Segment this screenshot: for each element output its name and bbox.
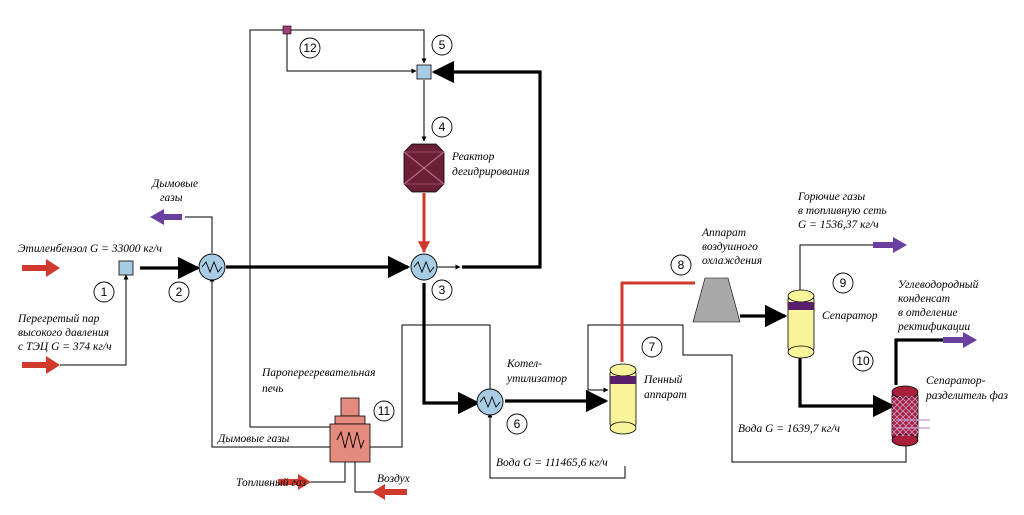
svg-text:1: 1 <box>101 285 108 299</box>
marker-8: 8 <box>670 254 692 276</box>
thick-pipes <box>140 60 943 418</box>
svg-text:6: 6 <box>514 417 521 431</box>
foam-apparatus-7 <box>609 363 637 435</box>
marker-10: 10 <box>852 350 874 372</box>
labels: Дымовые газы Этиленбензол G = 33000 кг/ч… <box>17 151 1009 489</box>
heat-exchanger-6 <box>476 388 504 416</box>
label-air-cooler-3: охлаждения <box>702 255 762 267</box>
splitter-12 <box>282 25 292 35</box>
svg-text:7: 7 <box>649 340 656 354</box>
svg-text:3: 3 <box>439 283 446 297</box>
marker-2: 2 <box>168 281 190 303</box>
product-arrow-condensate <box>943 332 977 348</box>
reactor-4 <box>403 143 445 193</box>
product-arrow-flue-gas <box>150 209 182 225</box>
svg-text:8: 8 <box>678 258 685 272</box>
phase-separator-10 <box>891 385 930 447</box>
label-fuel-gases-3: G = 1536,37 кг/ч <box>798 219 879 231</box>
marker-12: 12 <box>299 37 321 59</box>
marker-11: 11 <box>373 400 395 422</box>
feed-arrow-ethylbenzene <box>22 259 60 277</box>
label-foam-1: Пенный <box>643 373 683 386</box>
label-steam-2: высокого давления <box>18 327 109 339</box>
label-flue-gases-bottom: Дымовые газы <box>217 433 290 445</box>
label-furnace-1: Пароперегревательная <box>261 367 375 379</box>
label-furnace-2: печь <box>262 383 283 395</box>
thin-pipes <box>60 29 907 493</box>
svg-text:10: 10 <box>856 354 870 368</box>
svg-text:4: 4 <box>439 120 446 134</box>
label-waste-boiler-1: Котел- <box>506 358 542 370</box>
feed-arrow-steam <box>22 356 60 374</box>
label-condensate-1: Углеводородный <box>898 278 979 291</box>
feed-arrow-fuel-gas <box>278 474 311 490</box>
number-markers: 1 2 3 4 5 6 7 8 9 10 11 12 <box>93 34 874 435</box>
marker-1: 1 <box>93 281 115 303</box>
marker-9: 9 <box>832 272 854 294</box>
separator-9 <box>787 289 815 359</box>
furnace-11 <box>329 397 371 463</box>
label-condensate-2: конденсат <box>898 293 950 305</box>
label-waste-boiler-2: утилизатор <box>506 373 567 385</box>
label-water-boiler: Вода G = 111465,6 кг/ч <box>496 457 608 469</box>
label-water-separator: Вода G = 1639,7 кг/ч <box>738 423 840 435</box>
svg-text:2: 2 <box>176 285 183 299</box>
label-air-cooler-1: Аппарат <box>701 227 746 239</box>
heat-exchanger-2 <box>198 253 226 281</box>
label-steam-3: с ТЭЦ G = 374 кг/ч <box>18 341 112 353</box>
label-air-cooler-2: воздушного <box>702 241 758 253</box>
product-arrow-fuel-gases <box>873 237 907 253</box>
label-phase-separator-2: разделитель фаз <box>925 390 1009 402</box>
feed-arrow-air <box>372 484 407 500</box>
air-cooler-8 <box>692 277 741 323</box>
label-separator: Сепаратор <box>822 310 878 322</box>
marker-3: 3 <box>431 279 453 301</box>
label-reactor-2: дегидрирования <box>452 166 530 178</box>
label-steam-1: Перегретый пар <box>17 312 100 325</box>
label-flue-gases-top-2: газы <box>160 192 183 204</box>
label-condensate-3: в отделение <box>898 307 958 319</box>
foam-to-cooler-pipe <box>620 281 695 362</box>
label-air: Воздух <box>377 473 411 485</box>
marker-7: 7 <box>641 336 663 358</box>
svg-text:5: 5 <box>439 38 446 52</box>
label-fuel-gases-2: в топливную сеть <box>798 205 887 217</box>
label-reactor-1: Реактор <box>451 151 495 163</box>
mixer-5 <box>416 64 432 80</box>
marker-5: 5 <box>431 34 453 56</box>
marker-4: 4 <box>431 116 453 138</box>
label-fuel-gases-1: Горючие газы <box>797 191 865 203</box>
marker-6: 6 <box>506 413 528 435</box>
svg-text:9: 9 <box>840 276 847 290</box>
mixer-1 <box>118 260 134 276</box>
label-ethylbenzene: Этиленбензол G = 33000 кг/ч <box>18 243 162 255</box>
svg-text:12: 12 <box>303 41 317 55</box>
heat-exchanger-3 <box>410 253 438 281</box>
label-flue-gases-top-1: Дымовые <box>151 178 198 190</box>
label-condensate-4: ректификации <box>897 321 970 333</box>
svg-text:11: 11 <box>378 404 391 418</box>
label-phase-separator-1: Сепаратор- <box>926 375 986 387</box>
label-foam-2: аппарат <box>644 389 687 401</box>
label-fuel-gas: Топливный газ <box>236 476 307 489</box>
